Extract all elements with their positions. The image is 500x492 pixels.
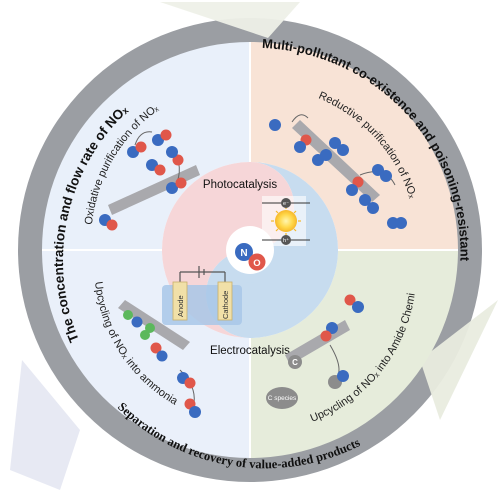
cathode-label: Cathode: [221, 291, 230, 319]
arrow-head-right: [420, 300, 498, 420]
hole-label: h⁺: [283, 237, 289, 244]
ring-arrows: [10, 2, 498, 490]
anode-electrode: [172, 281, 188, 321]
sun-icon: [275, 210, 297, 232]
cathode-electrode: [217, 281, 233, 321]
electrocatalysis: Anode Cathode Electrocatalysis: [162, 266, 290, 357]
arrow-head-left: [10, 360, 80, 490]
molecules-top-right: [269, 119, 407, 229]
carbon-label: C: [292, 358, 298, 367]
anode-label: Anode: [176, 295, 185, 317]
electro-label: Electrocatalysis: [210, 345, 290, 357]
center-o: O: [253, 258, 260, 269]
arrow-head-top: [160, 2, 300, 38]
molecules-top-left: [99, 129, 187, 231]
photocatalysis: Photocatalysis e⁻ h⁺: [203, 179, 310, 246]
photo-label: Photocatalysis: [203, 179, 277, 191]
molecules-bottom-left: [123, 310, 201, 418]
molecules-bottom-right: C C species: [266, 294, 364, 409]
c-species-label: C species: [268, 395, 297, 402]
electron-label: e⁻: [283, 201, 289, 207]
center-n: N: [240, 248, 247, 259]
